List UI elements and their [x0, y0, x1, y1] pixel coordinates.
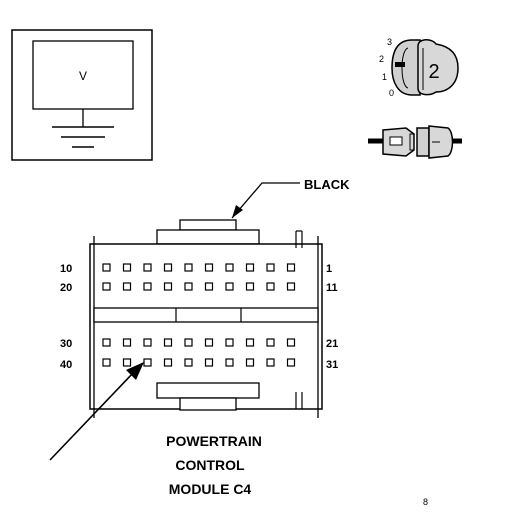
pin-label-1: 1	[326, 263, 332, 275]
ground-icon	[52, 126, 114, 148]
connector-pin	[245, 282, 255, 291]
connector-pin	[122, 263, 132, 272]
connector-pin	[122, 282, 132, 291]
connector-pin	[163, 358, 173, 367]
ignition-key-icon: 2	[391, 39, 459, 96]
pin-label-30: 30	[60, 338, 72, 350]
connector-pin	[286, 358, 296, 367]
connector-pin	[286, 263, 296, 272]
connector-pin	[122, 358, 132, 367]
pin-number-labels: 10 1 20 11 30 21 40 31	[60, 263, 338, 371]
wire-color-label: BLACK	[304, 177, 350, 192]
connector-pin	[266, 338, 275, 347]
connector-pin	[143, 282, 152, 291]
connector-pin	[143, 263, 152, 272]
connector-pin	[184, 358, 193, 367]
title-line-3: MODULE C4	[169, 481, 252, 497]
pin-label-20: 20	[60, 282, 72, 294]
ignition-position-0: 0	[389, 88, 394, 98]
connector-pin	[102, 358, 111, 367]
ignition-position-3: 3	[387, 37, 392, 47]
pin-label-40: 40	[60, 359, 72, 371]
connector-pin	[225, 263, 234, 272]
connector-pin	[204, 263, 214, 272]
wire-color-callout: BLACK	[231, 177, 350, 219]
connector-pin	[225, 338, 234, 347]
connector-pin	[143, 338, 152, 347]
connector-pin	[102, 282, 111, 291]
connector-pin	[184, 263, 193, 272]
probe-pin	[143, 358, 152, 367]
ignition-switch: 3 2 1 0 2	[379, 37, 459, 98]
connector-pin	[122, 338, 132, 347]
connector-pin	[102, 338, 111, 347]
pin-label-31: 31	[326, 359, 338, 371]
probe-arrow	[49, 362, 144, 461]
connector-pin	[163, 282, 173, 291]
connector-pin	[225, 358, 234, 367]
connector-title: POWERTRAIN CONTROL MODULE C4	[166, 433, 262, 497]
connector-pin	[266, 358, 275, 367]
pin-label-11: 11	[326, 282, 338, 294]
title-line-1: POWERTRAIN	[166, 433, 262, 449]
connector-pin	[266, 282, 275, 291]
voltmeter-symbol: V	[79, 69, 87, 83]
connector-pin	[245, 358, 255, 367]
connector-plug-icon	[368, 125, 462, 159]
connector-pin	[266, 263, 275, 272]
pin-label-10: 10	[60, 263, 72, 275]
connector-pin	[163, 263, 173, 272]
connector-pin	[163, 338, 173, 347]
connector-pin	[225, 282, 234, 291]
ignition-position-2: 2	[379, 54, 384, 64]
connector-pin	[204, 282, 214, 291]
connector-pin	[286, 282, 296, 291]
ignition-key-position: 2	[428, 61, 439, 83]
title-line-2: CONTROL	[175, 457, 245, 473]
pin-grid	[102, 263, 296, 367]
voltmeter-panel: V	[11, 29, 153, 161]
connector-pin	[245, 338, 255, 347]
connector-pin	[184, 282, 193, 291]
pin-label-21: 21	[326, 338, 338, 350]
connector-pin	[204, 358, 214, 367]
connector-pin	[184, 338, 193, 347]
ignition-position-1: 1	[382, 72, 387, 82]
connector-pin	[204, 338, 214, 347]
pcm-connector-face	[89, 219, 323, 418]
connector-pin	[245, 263, 255, 272]
connector-pin	[102, 263, 111, 272]
connector-pin	[286, 338, 296, 347]
figure-number: 8	[423, 497, 428, 507]
